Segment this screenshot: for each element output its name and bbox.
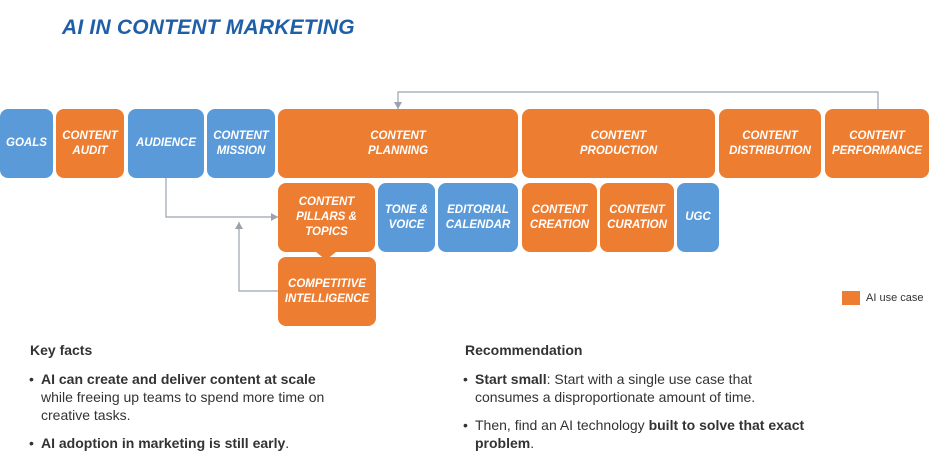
audience-to-pillars-line (165, 178, 278, 218)
key-facts-item-1-text: while freeing up teams to spend more tim… (41, 389, 325, 423)
audience-to-pillars-arrowhead (271, 213, 278, 221)
recommendation-item-1-bold: Start small (475, 371, 547, 387)
feedback-arrowhead (394, 102, 402, 109)
key-facts-item-2-text: . (285, 435, 290, 451)
bullet-dot: • (463, 371, 468, 387)
ci-to-pillars-arrowhead (235, 222, 243, 229)
node-content-curation: CONTENT CURATION (600, 183, 674, 252)
node-content-creation: CONTENT CREATION (522, 183, 597, 252)
node-editorial-calendar: EDITORIAL CALENDAR (438, 183, 518, 252)
node-goals: GOALS (0, 109, 53, 178)
key-facts-heading: Key facts (30, 342, 93, 358)
key-facts-item-2: • AI adoption in marketing is still early… (29, 434, 341, 452)
recommendation-item-2: • Then, find an AI technology built to so… (463, 416, 805, 452)
key-facts-item-2-bold: AI adoption in marketing is still early (41, 435, 286, 451)
node-content-audit: CONTENT AUDIT (56, 109, 124, 178)
pillars-to-ci-notch (316, 252, 336, 260)
feedback-arrow-line (397, 91, 879, 109)
node-tone-voice: TONE & VOICE (378, 183, 435, 252)
recommendation-item-2-text: . (530, 435, 535, 451)
recommendation-item-2-bold: built to solve that exact problem (475, 417, 805, 451)
node-content-pillars-topics: CONTENT PILLARS & TOPICS (278, 183, 375, 252)
node-content-planning: CONTENT PLANNING (278, 109, 518, 178)
recommendation-heading: Recommendation (465, 342, 583, 358)
recommendation-item-1: • Start small: Start with a single use ca… (463, 370, 795, 406)
legend-label: AI use case (866, 292, 924, 304)
key-facts-item-1: • AI can create and deliver content at sc… (29, 370, 341, 424)
node-content-production: CONTENT PRODUCTION (522, 109, 715, 178)
node-audience: AUDIENCE (128, 109, 204, 178)
node-competitive-intelligence: COMPETITIVE INTELLIGENCE (278, 257, 376, 326)
bullet-dot: • (29, 371, 34, 387)
page-title: AI IN CONTENT MARKETING (62, 16, 355, 39)
node-content-mission: CONTENT MISSION (207, 109, 275, 178)
key-facts-item-1-bold: AI can create and deliver content at sca… (41, 371, 316, 387)
ci-to-pillars-line (238, 222, 278, 292)
legend-swatch-ai-use-case (842, 291, 860, 305)
bullet-dot: • (463, 417, 468, 433)
recommendation-item-2-pre: Then, find an AI technology (475, 417, 649, 433)
recommendation-item-1-text: : Start with a single use case that cons… (475, 371, 756, 405)
node-ugc: UGC (677, 183, 719, 252)
node-content-distribution: CONTENT DISTRIBUTION (719, 109, 821, 178)
bullet-dot: • (29, 435, 34, 451)
node-content-performance: CONTENT PERFORMANCE (825, 109, 929, 178)
